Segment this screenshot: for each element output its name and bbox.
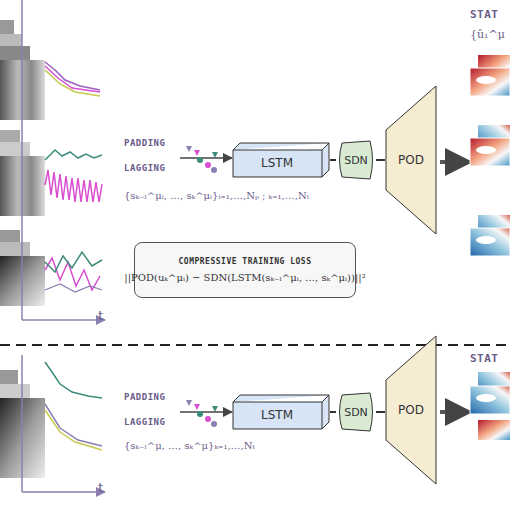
sensor-signals-bottom	[0, 355, 105, 492]
loss-block: COMPRESSIVE TRAINING LOSS||POD(uₖ^μᵢ) − …	[134, 242, 356, 298]
loss-heading: COMPRESSIVE TRAINING LOSS	[179, 257, 312, 266]
annotation-label: {û₁^μ	[470, 28, 505, 41]
pod-block: POD	[385, 335, 437, 485]
sensor-signals-top	[0, 0, 105, 320]
annotation-label: t	[98, 480, 103, 495]
block-label: POD	[398, 153, 424, 167]
annotation-label: {sₖ₋ₗ^μᵢ, …, sₖ^μᵢ}ᵢ₌₁,…,Nₚ ; ₖ₌₁,…,Nₜ	[124, 190, 309, 201]
annotation-label: STAT	[470, 8, 499, 21]
connector	[376, 159, 385, 161]
connector	[330, 159, 336, 161]
output-arrow-bottom	[440, 412, 470, 413]
connector	[376, 411, 385, 413]
annotation-label: LAGGING	[124, 417, 165, 427]
lstm-block: LSTM	[232, 394, 330, 430]
input-arrows-bottom	[180, 400, 232, 427]
block-label: SDN	[344, 406, 368, 419]
annotation-label: {sₖ₋ₗ^μ, …, sₖ^μ}ₖ₌₁,…,Nₜ	[124, 440, 255, 451]
annotation-label: PADDING	[124, 392, 165, 402]
block-label: LSTM	[261, 156, 293, 170]
annotation-label: PADDING	[124, 138, 165, 148]
annotation-label: t	[98, 308, 103, 323]
block-label: LSTM	[261, 408, 293, 422]
lstm-block: LSTM	[232, 142, 330, 178]
block-label: SDN	[344, 154, 368, 167]
annotation-label: STAT	[470, 352, 499, 365]
state-fields-bottom	[470, 372, 510, 440]
input-arrows-top	[180, 146, 232, 173]
block-label: POD	[398, 403, 424, 417]
connector	[330, 411, 336, 413]
sdn-block: SDN	[336, 392, 376, 432]
sdn-block: SDN	[336, 140, 376, 180]
state-fields-top	[470, 55, 510, 256]
output-arrow-top	[440, 162, 470, 163]
annotation-label: LAGGING	[124, 163, 165, 173]
pod-block: POD	[385, 85, 437, 235]
loss-formula: ||POD(uₖ^μᵢ) − SDN(LSTM(sₖ₋ₗ^μᵢ, …, sₖ^μ…	[124, 272, 365, 283]
